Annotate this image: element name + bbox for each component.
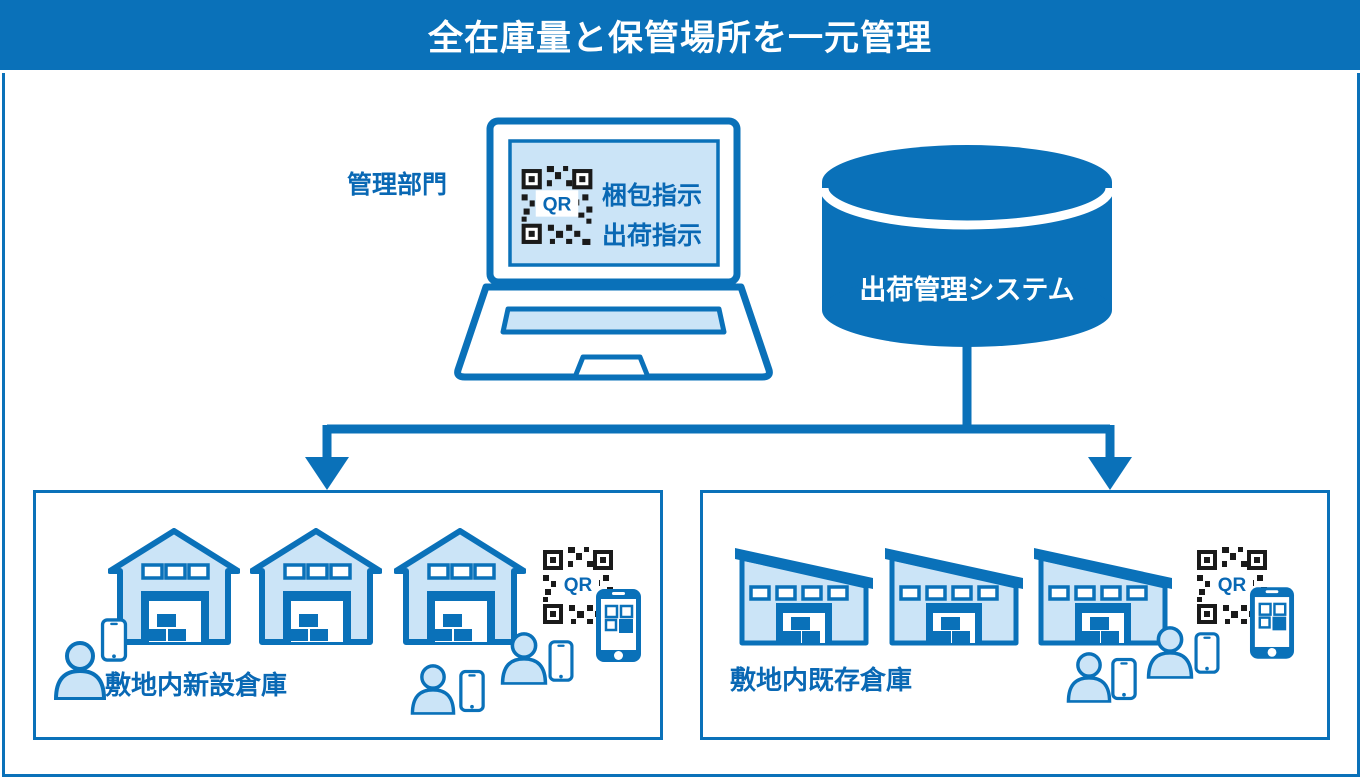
warehouse-gable-icon [394,528,526,646]
packing-instruction-label: 梱包指示 [602,182,703,210]
qr-code-icon [521,166,593,247]
worker-icon [499,631,549,685]
shipping-instruction-label: 出荷指示 [602,222,703,250]
connector-arrows [305,345,1132,490]
database-separator-line [819,187,1115,230]
warehouse-gable-icon [250,528,382,646]
arrow-down-left-icon [305,457,349,490]
new-warehouse-label: 敷地内新設倉庫 [105,670,288,700]
laptop-front-notch [572,354,651,380]
management-department-label: 管理部門 [347,171,448,199]
system-name-label: 出荷管理システム [859,275,1075,305]
smartphone-icon [1194,632,1220,674]
title-bar: 全在庫量と保管場所を一元管理 [0,0,1360,70]
arrow-down-right-icon [1088,457,1132,490]
page-title: 全在庫量と保管場所を一元管理 [427,18,932,58]
qr-app-phone-icon [1249,586,1295,660]
shipping-system-database-icon [819,145,1115,347]
new-warehouse-zone: 敷地内新設倉庫 [33,490,663,740]
qr-app-phone-icon [595,588,642,663]
laptop-screen [508,139,720,267]
existing-warehouse-zone: 敷地内既存倉庫 [700,490,1330,740]
warehouse-slant-icon [735,546,873,646]
worker-icon [1065,651,1113,703]
worker-icon [1145,625,1195,679]
smartphone-icon [100,618,128,662]
existing-warehouse-label: 敷地内既存倉庫 [730,665,913,695]
screen-instruction-lines: 梱包指示 出荷指示 [602,176,702,256]
smartphone-icon [1111,657,1137,701]
smartphone-icon [459,669,485,713]
warehouse-slant-icon [885,546,1023,646]
worker-icon [409,663,457,715]
smartphone-icon [548,640,574,682]
laptop-keyboard-area [500,306,727,335]
